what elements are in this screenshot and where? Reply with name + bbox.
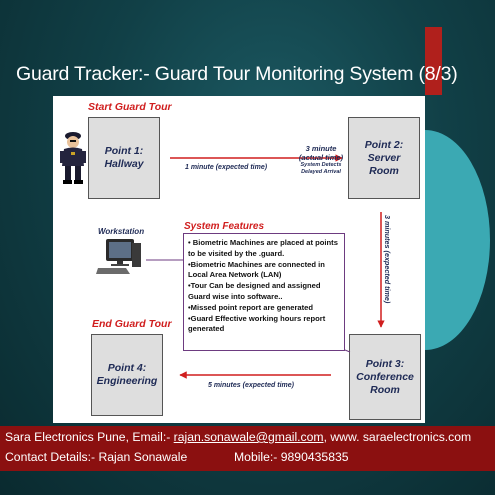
red-accent-strip	[425, 27, 442, 95]
point-1-title: Point 1:	[104, 145, 144, 157]
features-title: System Features	[184, 221, 265, 232]
point-2-title: Point 2:	[364, 138, 404, 151]
guard-icon	[60, 132, 86, 184]
end-tour-label: End Guard Tour	[92, 318, 172, 330]
features-box: • Biometric Machines are placed at point…	[183, 233, 345, 351]
footer-email-link[interactable]: rajan.sonawale@gmail.com	[173, 430, 324, 444]
point-3-title: Point 3:	[365, 357, 405, 370]
point-1-name: Hallway	[104, 158, 144, 170]
feature-line: Local Area Network (LAN)	[188, 270, 282, 280]
point-2-name-2: Room	[369, 164, 399, 177]
arrow-features-to-point3	[344, 349, 351, 353]
footer-company: Sara Electronics Pune, Email:-	[5, 430, 174, 444]
actual-time-label: (actual time)	[298, 153, 344, 162]
feature-line: • Biometric Machines are placed at point…	[188, 238, 338, 247]
workstation-label: Workstation	[98, 227, 145, 236]
footer-bar: Sara Electronics Pune, Email:- rajan.son…	[0, 426, 495, 471]
point-1-box: Point 1:Hallway	[88, 117, 160, 199]
feature-line: •Biometric Machines are connected in	[188, 259, 325, 269]
system-detects-label: System Detects	[300, 162, 342, 168]
footer-mobile: Mobile:- 9890435835	[234, 450, 349, 464]
feature-line: •Tour Can be designed and assigned	[188, 281, 321, 291]
delayed-arrival-label: Delayed Arrival	[301, 169, 341, 175]
feature-line: generated	[188, 324, 225, 334]
edge-3-4-label: 5 minutes (expected time)	[208, 382, 294, 389]
feature-line: to be visited by the .guard.	[188, 248, 285, 258]
point-4-name: Engineering	[96, 375, 158, 387]
point-4-box: Point 4:Engineering	[91, 334, 163, 416]
edge-1-2-label: 1 minute (expected time)	[185, 164, 268, 171]
feature-line: •Guard Effective working hours report	[188, 313, 326, 323]
feature-line: •Missed point report are generated	[188, 302, 314, 312]
point-3-name-1: Conference	[356, 370, 414, 383]
point-4-title: Point 4:	[107, 362, 147, 374]
computer-workstation-icon	[96, 239, 141, 274]
actual-time-value: 3 minute	[305, 144, 337, 153]
footer-website: , www. saraelectronics.com	[323, 430, 472, 444]
feature-line: Guard wise into software..	[188, 291, 283, 301]
point-2-name-1: Server	[367, 151, 401, 164]
point-3-name-2: Room	[370, 383, 400, 396]
actual-time-block: 3 minute (actual time) System Detects De…	[296, 144, 346, 176]
slide-title: Guard Tracker:- Guard Tour Monitoring Sy…	[16, 63, 458, 85]
footer-contact: Contact Details:- Rajan Sonawale	[5, 450, 188, 464]
edge-2-3-label: 3 minutes (expected time)	[383, 215, 392, 304]
footer-line-2: Contact Details:- Rajan Sonawale Mobile:…	[5, 450, 349, 464]
footer-line-1: Sara Electronics Pune, Email:- rajan.son…	[5, 430, 471, 444]
start-tour-label: Start Guard Tour	[88, 101, 172, 113]
